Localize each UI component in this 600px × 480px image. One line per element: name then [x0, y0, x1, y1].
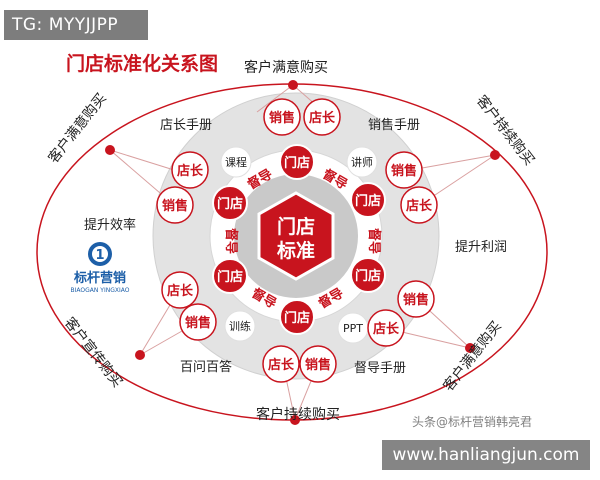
ring-labels: 店长手册 销售手册 提升效率 提升利润 百问百答 督导手册 — [84, 117, 507, 376]
svg-text:门店: 门店 — [355, 268, 381, 284]
supervisor-label: 督导 — [366, 228, 382, 254]
center-line-1: 门店 — [277, 215, 315, 238]
supervisor-label: 督导 — [223, 228, 239, 254]
svg-text:店长: 店长 — [177, 163, 204, 179]
store-node: 门店 — [212, 185, 248, 221]
site-url: www.hanliangjun.com — [382, 440, 590, 470]
svg-text:训练: 训练 — [229, 319, 251, 333]
svg-text:店长: 店长 — [309, 110, 336, 126]
svg-text:店长: 店长 — [167, 283, 194, 299]
svg-text:门店: 门店 — [284, 310, 310, 326]
store-node: 门店 — [350, 257, 386, 293]
qa-label: 百问百答 — [180, 359, 232, 375]
svg-text:销售: 销售 — [185, 315, 211, 331]
manager-node: 店长 — [303, 98, 341, 136]
sales-node: 销售 — [156, 186, 194, 224]
sales-node: 销售 — [299, 345, 337, 383]
logo-name: 标杆营销 — [73, 270, 126, 286]
svg-text:店长: 店长 — [268, 357, 295, 373]
manager-node: 店长 — [400, 186, 438, 224]
svg-text:1: 1 — [95, 248, 104, 263]
manager-node: 店长 — [161, 271, 199, 309]
efficiency-label: 提升效率 — [84, 217, 136, 233]
svg-text:课程: 课程 — [225, 156, 247, 169]
manager-node: 店长 — [367, 309, 405, 347]
svg-text:销售: 销售 — [162, 198, 188, 214]
brand-logo: 1 标杆营销 BIAOGAN YINGXIAO — [71, 242, 130, 294]
center-hexagon — [257, 191, 335, 281]
profit-label: 提升利润 — [455, 239, 507, 255]
svg-text:销售: 销售 — [305, 357, 331, 373]
course-node: 课程 — [220, 146, 252, 178]
outer-dots — [105, 80, 500, 425]
store-nodes: 门店 门店 门店 门店 门店 门店 — [212, 144, 386, 335]
diagram-title: 门店标准化关系图 — [66, 52, 218, 75]
store-node: 门店 — [279, 299, 315, 335]
sales-manual-label: 销售手册 — [368, 117, 420, 133]
outer-label-bottom: 客户持续购买 — [256, 406, 340, 423]
training-node: 训练 — [224, 310, 256, 342]
svg-text:门店: 门店 — [217, 269, 243, 285]
outer-label-top: 客户满意购买 — [244, 59, 328, 76]
manager-manual-label: 店长手册 — [160, 118, 212, 133]
svg-text:门店: 门店 — [355, 193, 381, 209]
svg-text:门店: 门店 — [217, 196, 243, 212]
manager-node: 店长 — [262, 345, 300, 383]
logo-pinyin: BIAOGAN YINGXIAO — [71, 287, 130, 294]
sales-node: 销售 — [385, 151, 423, 189]
ring-nodes: 销售 店长 店长 销售 销售 店长 店长 销售 销售 店长 店长 销售 — [156, 98, 438, 383]
store-node: 门店 — [212, 258, 248, 294]
store-node: 门店 — [350, 182, 386, 218]
svg-text:店长: 店长 — [406, 198, 433, 214]
svg-text:销售: 销售 — [269, 110, 295, 126]
store-node: 门店 — [279, 144, 315, 180]
sales-node: 销售 — [397, 280, 435, 318]
supervisor-labels: 督导 督导 督导 督导 督导 督导 — [223, 166, 382, 312]
svg-text:店长: 店长 — [373, 321, 400, 337]
lecturer-node: 讲师 — [346, 146, 378, 178]
manager-node: 店长 — [171, 151, 209, 189]
svg-text:PPT: PPT — [343, 322, 363, 335]
supervisor-manual-label: 督导手册 — [354, 361, 406, 376]
center-line-2: 标准 — [277, 240, 315, 262]
sales-node: 销售 — [179, 303, 217, 341]
watermark: 头条@标杆营销韩亮君 — [412, 414, 532, 429]
svg-text:门店: 门店 — [284, 155, 310, 171]
svg-text:讲师: 讲师 — [351, 155, 373, 169]
svg-text:销售: 销售 — [403, 292, 429, 308]
ppt-node: PPT — [337, 312, 369, 344]
telegram-tag: TG: MYYJJPP — [4, 10, 148, 40]
sales-node: 销售 — [263, 98, 301, 136]
svg-text:销售: 销售 — [391, 163, 417, 179]
